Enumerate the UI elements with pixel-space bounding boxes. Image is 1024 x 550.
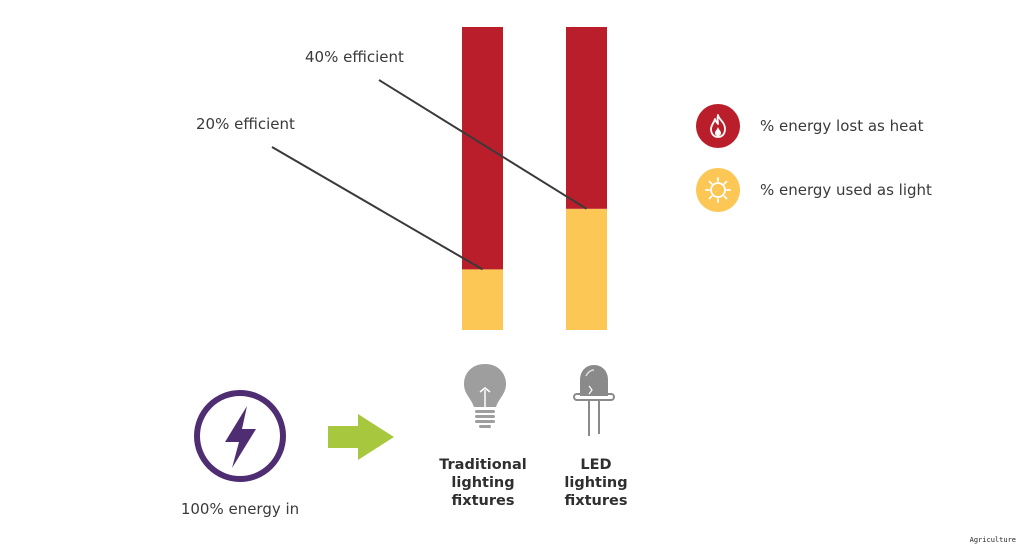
bar-heat-traditional: [462, 27, 503, 270]
flame-icon: [696, 104, 740, 148]
legend-item-heat: % energy lost as heat: [696, 104, 923, 148]
legend-item-light: % energy used as light: [696, 168, 932, 212]
bar-heat-led: [566, 27, 607, 209]
bar-light-led: [566, 208, 607, 330]
legend-label-heat: % energy lost as heat: [760, 117, 924, 135]
footer-tag: Agriculture: [969, 536, 1016, 544]
light-bulb-icon: [461, 362, 509, 438]
arrow-right-icon: [328, 414, 394, 464]
annotation-leader-line-led: [378, 79, 588, 210]
led-icon: [568, 362, 620, 444]
sun-icon: [696, 168, 740, 212]
bar-light-traditional: [462, 269, 503, 330]
energy-in-label: 100% energy in: [180, 500, 300, 518]
annotation-led: 40% efficient: [305, 48, 404, 66]
lightning-bolt-icon: [192, 388, 288, 488]
legend-label-light: % energy used as light: [760, 181, 932, 199]
annotation-leader-line-traditional: [271, 146, 484, 271]
annotation-traditional: 20% efficient: [196, 115, 295, 133]
